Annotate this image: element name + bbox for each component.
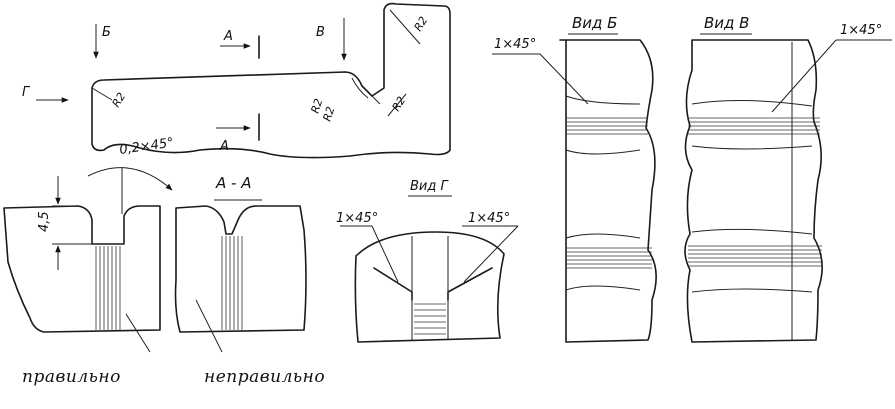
view-arrow-b: Б [93, 24, 111, 59]
view-b: Вид Б 1×45° [492, 14, 657, 343]
hatching-view-v [688, 117, 822, 267]
blank-plan-view [91, 2, 451, 159]
radius-label: R2 [110, 90, 129, 109]
chamfer-1x45-label: 1×45° [840, 23, 882, 38]
hatching-view-g [414, 303, 446, 335]
hatching-view-b [566, 117, 652, 269]
view-arrow-v: В [316, 18, 347, 61]
section-correct: 4,5 0,2×45° правильно [3, 136, 175, 387]
radius-label: R2 [412, 14, 431, 33]
chamfer-02x45-label: 0,2×45° [118, 136, 174, 158]
section-arrow-bottom: А [216, 113, 260, 154]
chamfer-1x45-label: 1×45° [336, 211, 378, 226]
view-v: Вид В 1×45° [684, 14, 892, 343]
view-g-arrow-label: Г [22, 85, 31, 100]
section-incorrect: А - А неправильно [174, 174, 325, 387]
section-a-bottom-label: А [219, 139, 229, 154]
section-a-top-label: А [223, 29, 233, 44]
section-aa-title: А - А [215, 174, 251, 192]
radius-labels: R2 R2 R2 R2 R2 [110, 14, 431, 123]
view-v-arrow-label: В [316, 25, 325, 40]
chamfer-1x45-label: 1×45° [494, 37, 536, 52]
chamfer-1x45-label: 1×45° [468, 211, 510, 226]
caption-incorrect: неправильно [204, 367, 325, 387]
hatching-incorrect [221, 236, 243, 330]
view-arrow-g: Г [22, 85, 69, 103]
view-b-title: Вид Б [572, 14, 617, 32]
section-arrow-top: А [220, 29, 260, 59]
view-g-title: Вид Г [410, 179, 449, 194]
hatching-correct [95, 246, 121, 330]
caption-correct: правильно [22, 367, 121, 387]
view-b-arrow-label: Б [102, 25, 111, 40]
dim-45-label: 4,5 [37, 211, 52, 232]
view-v-title: Вид В [704, 14, 749, 32]
radius-label: R2 [320, 105, 337, 123]
view-g: Вид Г 1×45° 1×45° [336, 179, 519, 343]
radius-label: R2 [308, 97, 325, 115]
